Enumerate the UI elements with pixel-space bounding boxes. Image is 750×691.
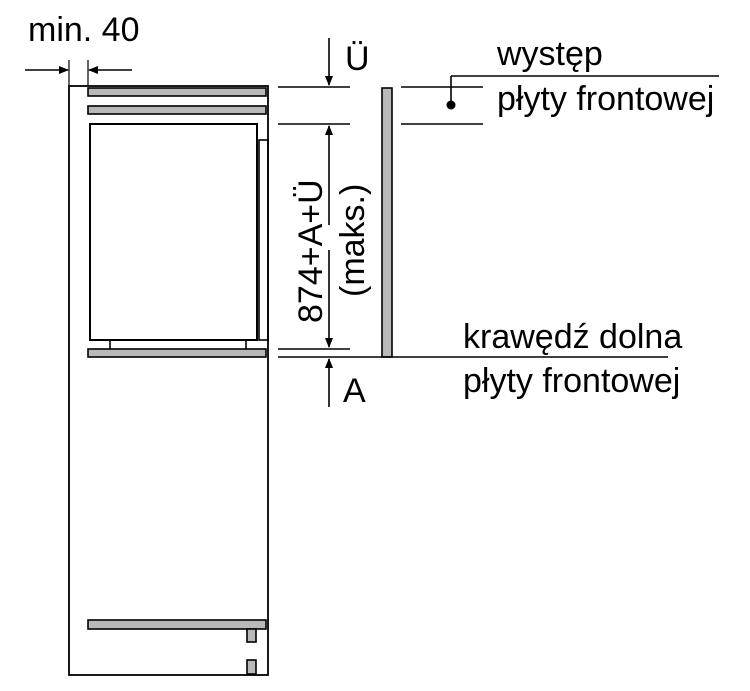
label-bottom-edge-line1: krawędź dolna [463,318,682,356]
appliance-door-edge [258,139,269,341]
label-bottom-symbol: A [343,372,366,410]
plinth-block-upper [246,628,257,643]
label-height-formula: 874+A+Ü [292,179,330,323]
upper-shelf [87,105,267,115]
label-overhang-symbol: Ü [345,40,370,78]
label-front-overhang-line1: występ [496,35,603,73]
label-bottom-edge-line2: płyty frontowej [463,362,680,400]
cabinet-outline [68,85,269,676]
label-min-gap: min. 40 [28,11,140,49]
label-front-overhang-line2: płyty frontowej [497,80,714,118]
plinth-block-lower [246,659,257,675]
mid-shelf [87,348,267,358]
label-height-note: (maks.) [334,184,372,297]
front-panel [381,87,393,358]
appliance-body [89,123,258,341]
top-rail [87,87,267,97]
bottom-shelf [87,619,267,630]
overhang-leader-dot [446,100,456,110]
